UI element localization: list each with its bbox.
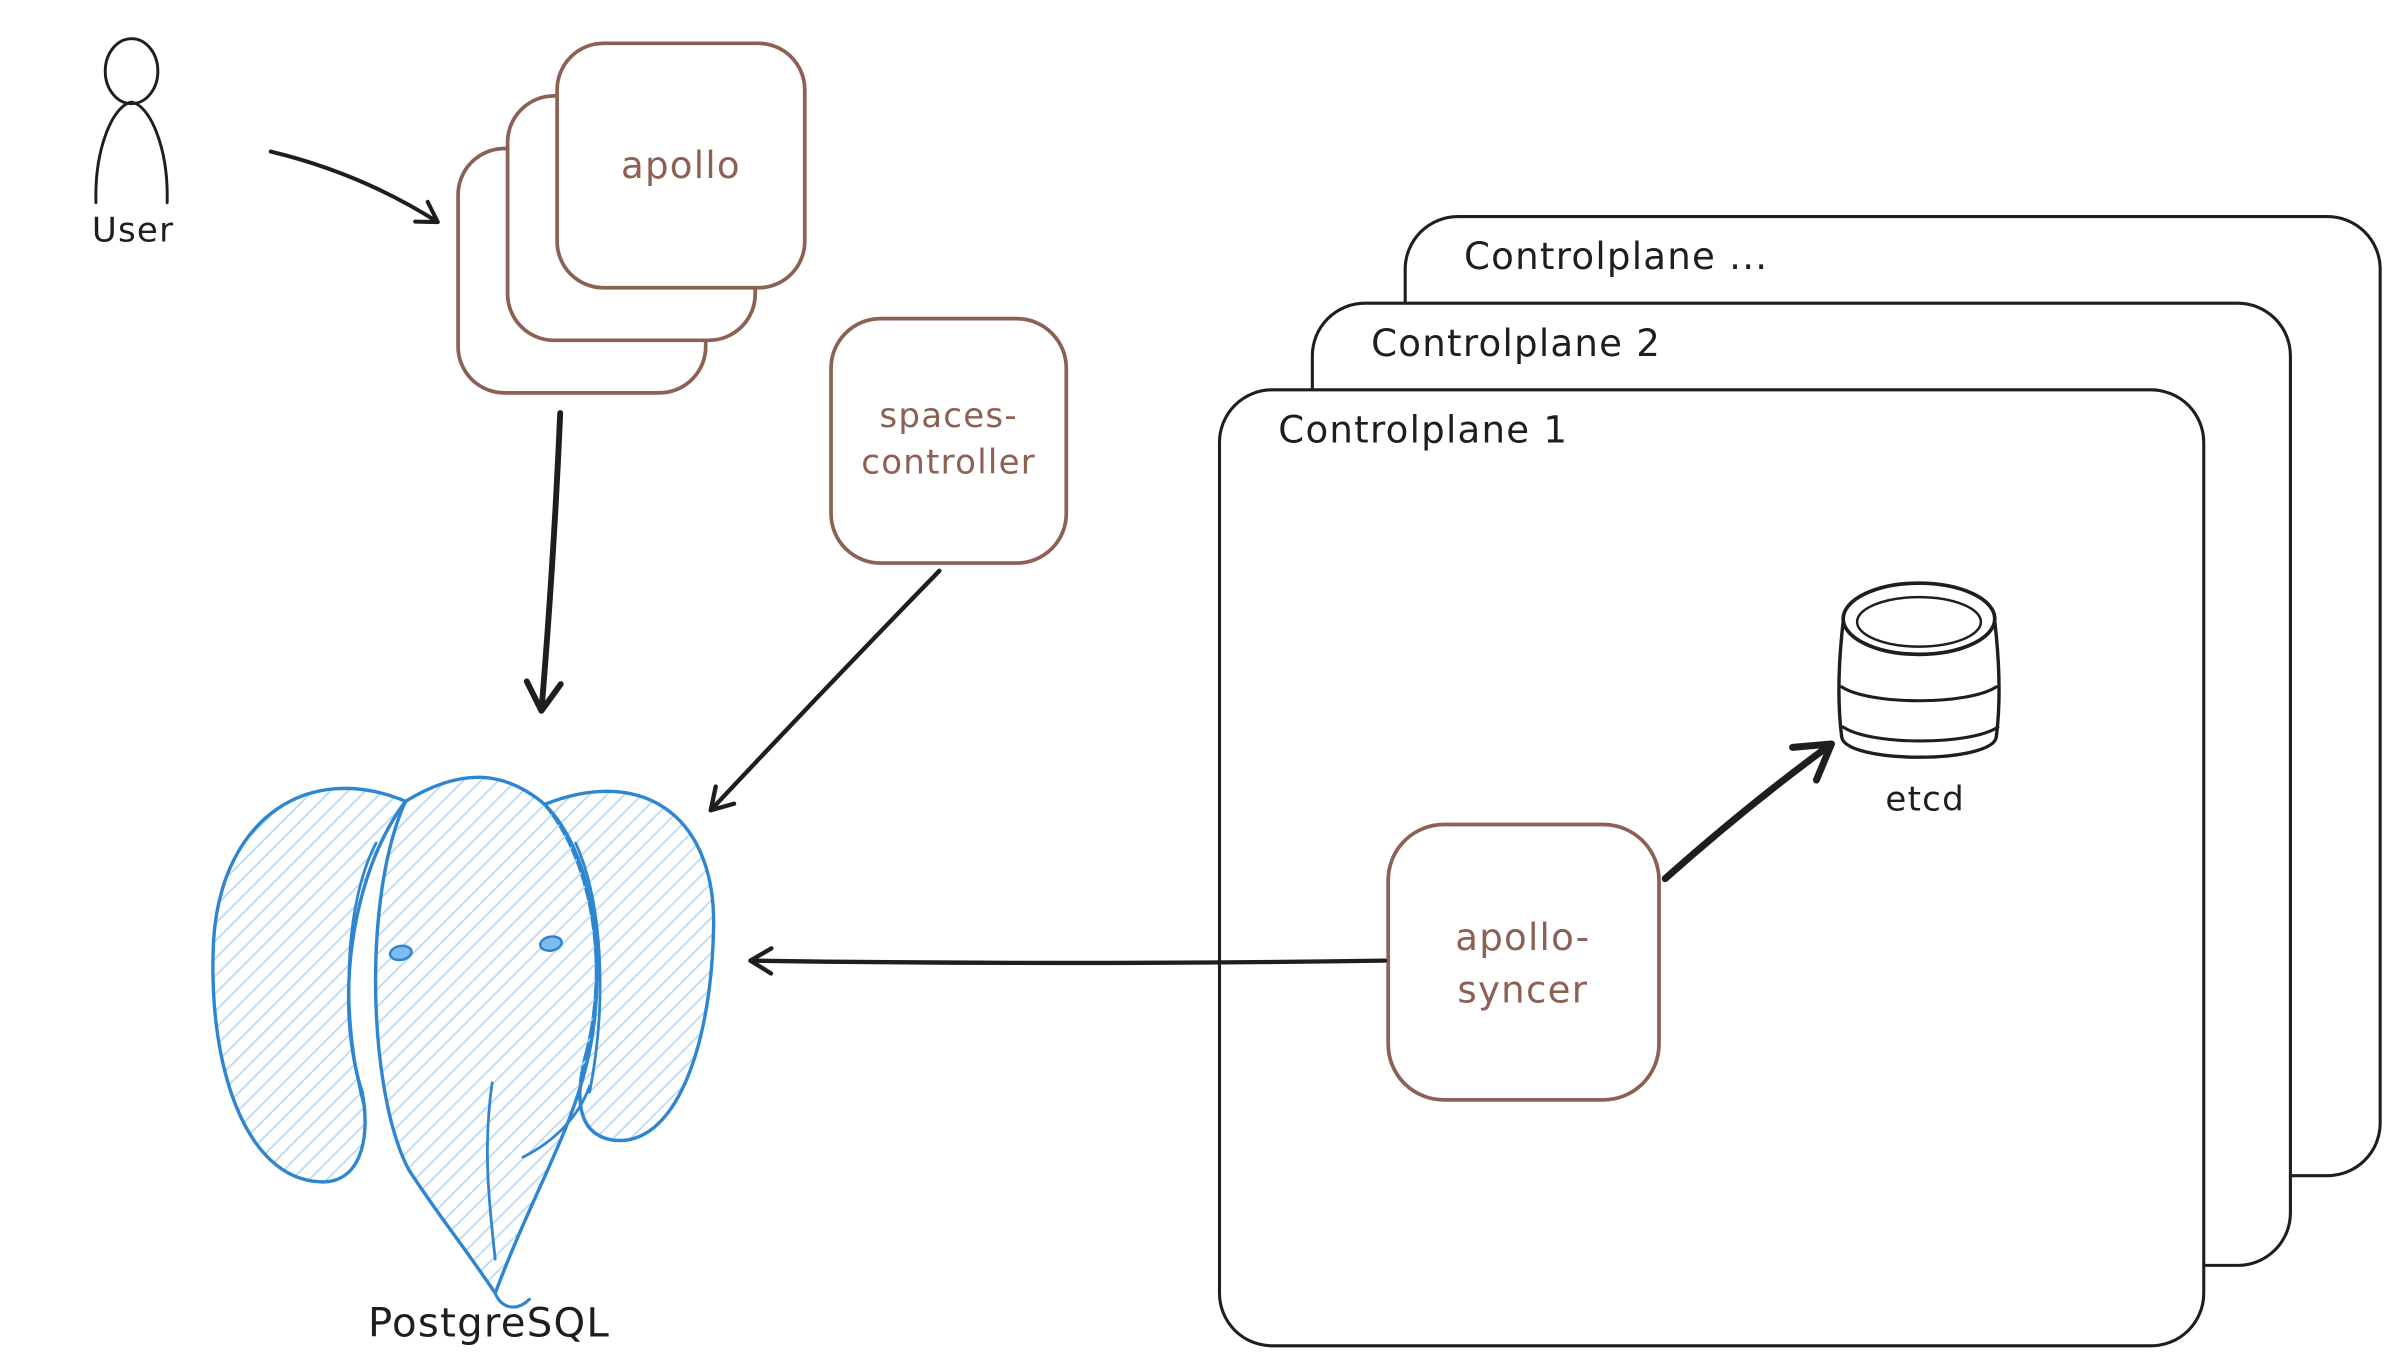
- postgresql-label: PostgreSQL: [368, 1301, 610, 1347]
- etcd-cylinder-top: [1841, 581, 1997, 657]
- elephant-tusk-line: [521, 1084, 592, 1159]
- elephant-right-ear-line: [574, 841, 602, 1094]
- apollo-syncer-label-line2: syncer: [1457, 968, 1588, 1011]
- controlplane-1-box: [1217, 388, 2206, 1348]
- etcd-cylinder-top-rim: [1855, 595, 1983, 648]
- etcd-cylinder-body: [1837, 620, 2001, 759]
- postgresql-node: PostgreSQL: [211, 775, 716, 1347]
- controlplane-2-label: Controlplane 2: [1371, 322, 1661, 365]
- apollo-syncer-box: [1386, 822, 1661, 1102]
- apollo-syncer-node: apollo- syncer: [1386, 822, 1661, 1102]
- spaces-controller-box: [829, 316, 1069, 565]
- etcd-label: etcd: [1885, 780, 1965, 820]
- controlplane-more-label: Controlplane ...: [1464, 235, 1768, 278]
- controlplane-stack: Controlplane ... Controlplane 2 Controlp…: [1217, 215, 2382, 1348]
- etcd-cylinder-band-2: [1841, 725, 2000, 743]
- apollo-card-front: [555, 41, 807, 290]
- etcd-node: etcd: [1837, 581, 2001, 820]
- arrow-spaces-controller-to-postgresql: [708, 568, 942, 813]
- apollo-label: apollo: [621, 144, 741, 187]
- spaces-controller-label-line2: controller: [861, 442, 1036, 482]
- arrow-apollo-to-postgresql: [523, 410, 564, 714]
- controlplane-1-label: Controlplane 1: [1278, 408, 1568, 451]
- spaces-controller-label-line1: spaces-: [879, 396, 1017, 436]
- etcd-cylinder-band-1: [1840, 685, 1998, 703]
- elephant-right-eye: [538, 935, 563, 952]
- postgresql-elephant-icon: [211, 775, 716, 1309]
- user-figure: User: [92, 37, 175, 250]
- user-head-icon: [103, 37, 160, 106]
- arrow-apollo-syncer-to-etcd: [1661, 740, 1835, 883]
- elephant-left-ear-line: [347, 841, 378, 1113]
- user-body-icon: [94, 100, 169, 205]
- elephant-left-eye: [388, 944, 413, 962]
- elephant-face: [373, 775, 599, 1295]
- elephant-trunk-line: [486, 1081, 497, 1261]
- apollo-syncer-label-line1: apollo-: [1455, 916, 1590, 959]
- elephant-trunk-curl: [493, 1291, 531, 1309]
- arrow-apollo-syncer-to-postgresql: [748, 946, 1388, 976]
- arrow-user-to-apollo: [268, 149, 440, 225]
- user-label: User: [92, 210, 175, 250]
- spaces-controller-node: spaces- controller: [829, 316, 1069, 565]
- apollo-node: apollo: [456, 41, 807, 395]
